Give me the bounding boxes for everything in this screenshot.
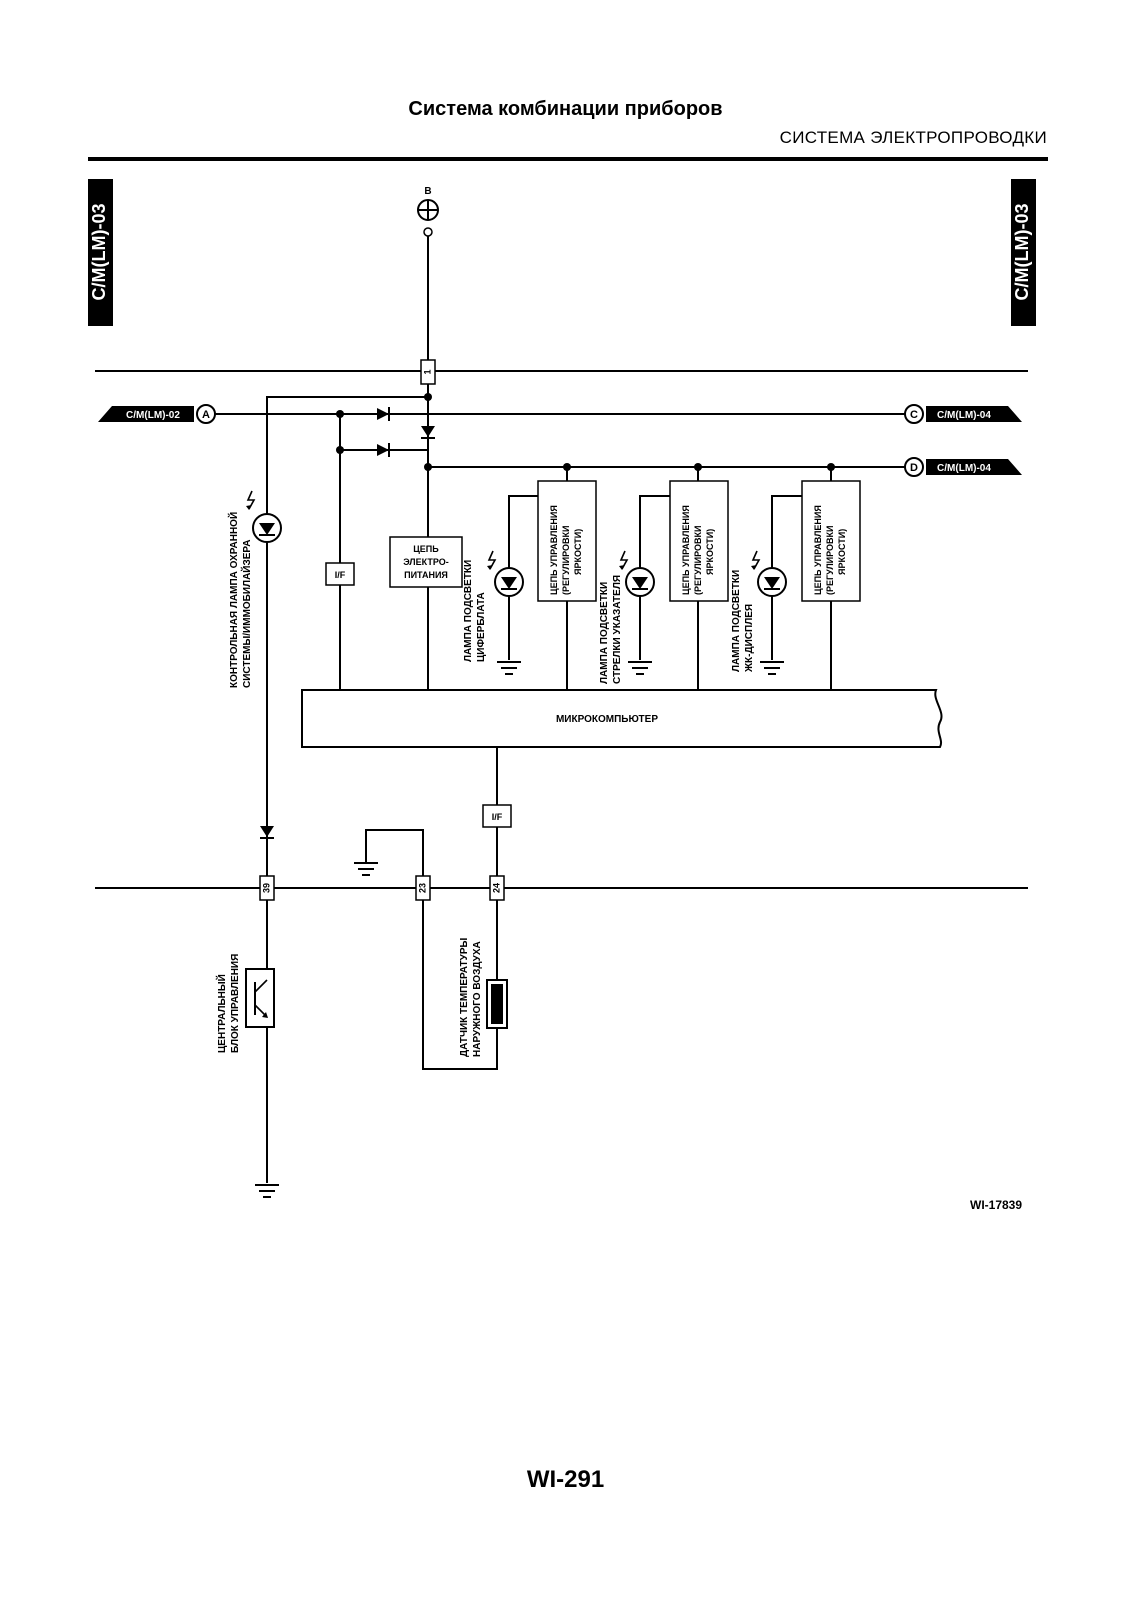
brightness-label-3: ЯРКОСТИ): [573, 529, 583, 575]
brightness-control-box-3: ЦЕПЬ УПРАВЛЕНИЯ (РЕГУЛИРОВКИ ЯРКОСТИ): [801, 480, 861, 602]
brightness-label-1: ЦЕПЬ УПРАВЛЕНИЯ: [813, 505, 823, 595]
ground-icon: [627, 661, 653, 675]
brightness-control-box-1: ЦЕПЬ УПРАВЛЕНИЯ (РЕГУЛИРОВКИ ЯРКОСТИ): [537, 480, 597, 602]
light-emission-icon: [618, 550, 628, 571]
needle-lamp-label-2: СТРЕЛКИ УКАЗАТЕЛЯ: [612, 575, 623, 684]
connector-d-ref: C/M(LM)-04: [937, 463, 991, 474]
pin-23: 23: [415, 875, 431, 901]
microcomputer-label: МИКРОКОМПЬЮТЕР: [556, 714, 658, 725]
side-tab-left: C/M(LM)-03: [88, 179, 113, 326]
pin-1-label: 1: [422, 369, 432, 374]
microcomputer-box: МИКРОКОМПЬЮТЕР: [301, 689, 943, 748]
power-terminal-icon: B: [417, 186, 439, 237]
connector-d-letter: D: [910, 462, 918, 474]
light-emission-icon: [750, 550, 760, 571]
section-title: СИСТЕМА ЭЛЕКТРОПРОВОДКИ: [779, 128, 1047, 147]
needle-lamp-icon: [625, 567, 655, 597]
lcd-lamp-icon: [757, 567, 787, 597]
dial-lamp-label-1: ЛАМПА ПОДСВЕТКИ: [463, 560, 474, 662]
brightness-label-1: ЦЕПЬ УПРАВЛЕНИЯ: [681, 505, 691, 595]
interface-label-lower: I/F: [492, 812, 503, 822]
diode-icon: [377, 443, 390, 457]
connector-c: C C/M(LM)-04: [904, 404, 1022, 424]
ground-icon: [759, 661, 785, 675]
power-circuit-label-2: ЭЛЕКТРО-: [403, 557, 448, 567]
side-tab-left-text: C/M(LM)-03: [89, 204, 109, 301]
side-tab-right: C/M(LM)-03: [1011, 179, 1036, 326]
page-number: WI-291: [526, 1466, 605, 1493]
needle-lamp-label-1: ЛАМПА ПОДСВЕТКИ: [599, 582, 610, 684]
security-lamp-icon: [252, 513, 282, 543]
pin-39-label: 39: [261, 883, 271, 893]
connector-a: C/M(LM)-02 A: [98, 404, 216, 424]
diagram-code: WI-17839: [970, 1198, 1023, 1212]
temp-sensor-label-2: НАРУЖНОГО ВОЗДУХА: [472, 941, 483, 1057]
diode-icon: [421, 426, 435, 439]
connector-a-letter: A: [202, 409, 210, 421]
light-emission-icon: [245, 490, 255, 511]
brightness-label-2: (РЕГУЛИРОВКИ: [561, 526, 571, 596]
power-circuit-box: ЦЕПЬ ЭЛЕКТРО- ПИТАНИЯ: [389, 536, 463, 588]
temperature-sensor-icon: [486, 979, 508, 1029]
brightness-label-2: (РЕГУЛИРОВКИ: [825, 526, 835, 596]
interface-box-lower: I/F: [482, 804, 512, 828]
connector-a-ref: C/M(LM)-02: [126, 410, 180, 421]
connector-c-ref: C/M(LM)-04: [937, 410, 991, 421]
ground-icon: [353, 862, 379, 876]
brightness-label-2: (РЕГУЛИРОВКИ: [693, 526, 703, 596]
temp-sensor-label-1: ДАТЧИК ТЕМПЕРАТУРЫ: [459, 937, 470, 1057]
wires: [206, 236, 905, 1183]
dial-lamp-label-2: ЦИФЕРБЛАТА: [476, 592, 487, 662]
lcd-lamp-label-2: ЖК-ДИСПЛЕЯ: [744, 604, 755, 673]
pin-39: 39: [259, 875, 275, 901]
interface-box-upper: I/F: [325, 562, 355, 586]
security-lamp-label-1: КОНТРОЛЬНАЯ ЛАМПА ОХРАННОЙ: [227, 512, 240, 688]
header-rule: [88, 157, 1048, 161]
dial-lamp-icon: [494, 567, 524, 597]
junction-dots: [336, 393, 835, 471]
power-label: B: [424, 186, 431, 197]
pin-23-label: 23: [417, 883, 427, 893]
brightness-label-1: ЦЕПЬ УПРАВЛЕНИЯ: [549, 505, 559, 595]
pin-1: 1: [420, 359, 436, 385]
central-unit-label-1: ЦЕНТРАЛЬНЫЙ: [215, 974, 228, 1053]
ground-icon: [254, 1184, 280, 1198]
brightness-label-3: ЯРКОСТИ): [705, 529, 715, 575]
lcd-lamp-label-1: ЛАМПА ПОДСВЕТКИ: [731, 570, 742, 672]
interface-label-upper: I/F: [335, 570, 346, 580]
brightness-control-box-2: ЦЕПЬ УПРАВЛЕНИЯ (РЕГУЛИРОВКИ ЯРКОСТИ): [669, 480, 729, 602]
ground-icon: [496, 661, 522, 675]
security-lamp-label-2: СИСТЕМЫ/ИММОБИЛАЙЗЕРА: [240, 540, 253, 688]
pin-24: 24: [489, 875, 505, 901]
connector-c-letter: C: [910, 409, 918, 421]
diode-icon: [260, 826, 274, 839]
light-emission-icon: [486, 550, 496, 571]
brightness-label-3: ЯРКОСТИ): [837, 529, 847, 575]
side-tab-right-text: C/M(LM)-03: [1012, 204, 1032, 301]
power-circuit-label-3: ПИТАНИЯ: [404, 570, 448, 580]
central-unit-label-2: БЛОК УПРАВЛЕНИЯ: [230, 954, 241, 1053]
connector-d: D C/M(LM)-04: [904, 457, 1022, 477]
central-unit-transistor-icon: [245, 968, 275, 1028]
page-title: Система комбинации приборов: [408, 98, 723, 120]
pin-24-label: 24: [491, 883, 501, 893]
diode-icon: [377, 407, 390, 421]
power-circuit-label-1: ЦЕПЬ: [413, 544, 439, 554]
